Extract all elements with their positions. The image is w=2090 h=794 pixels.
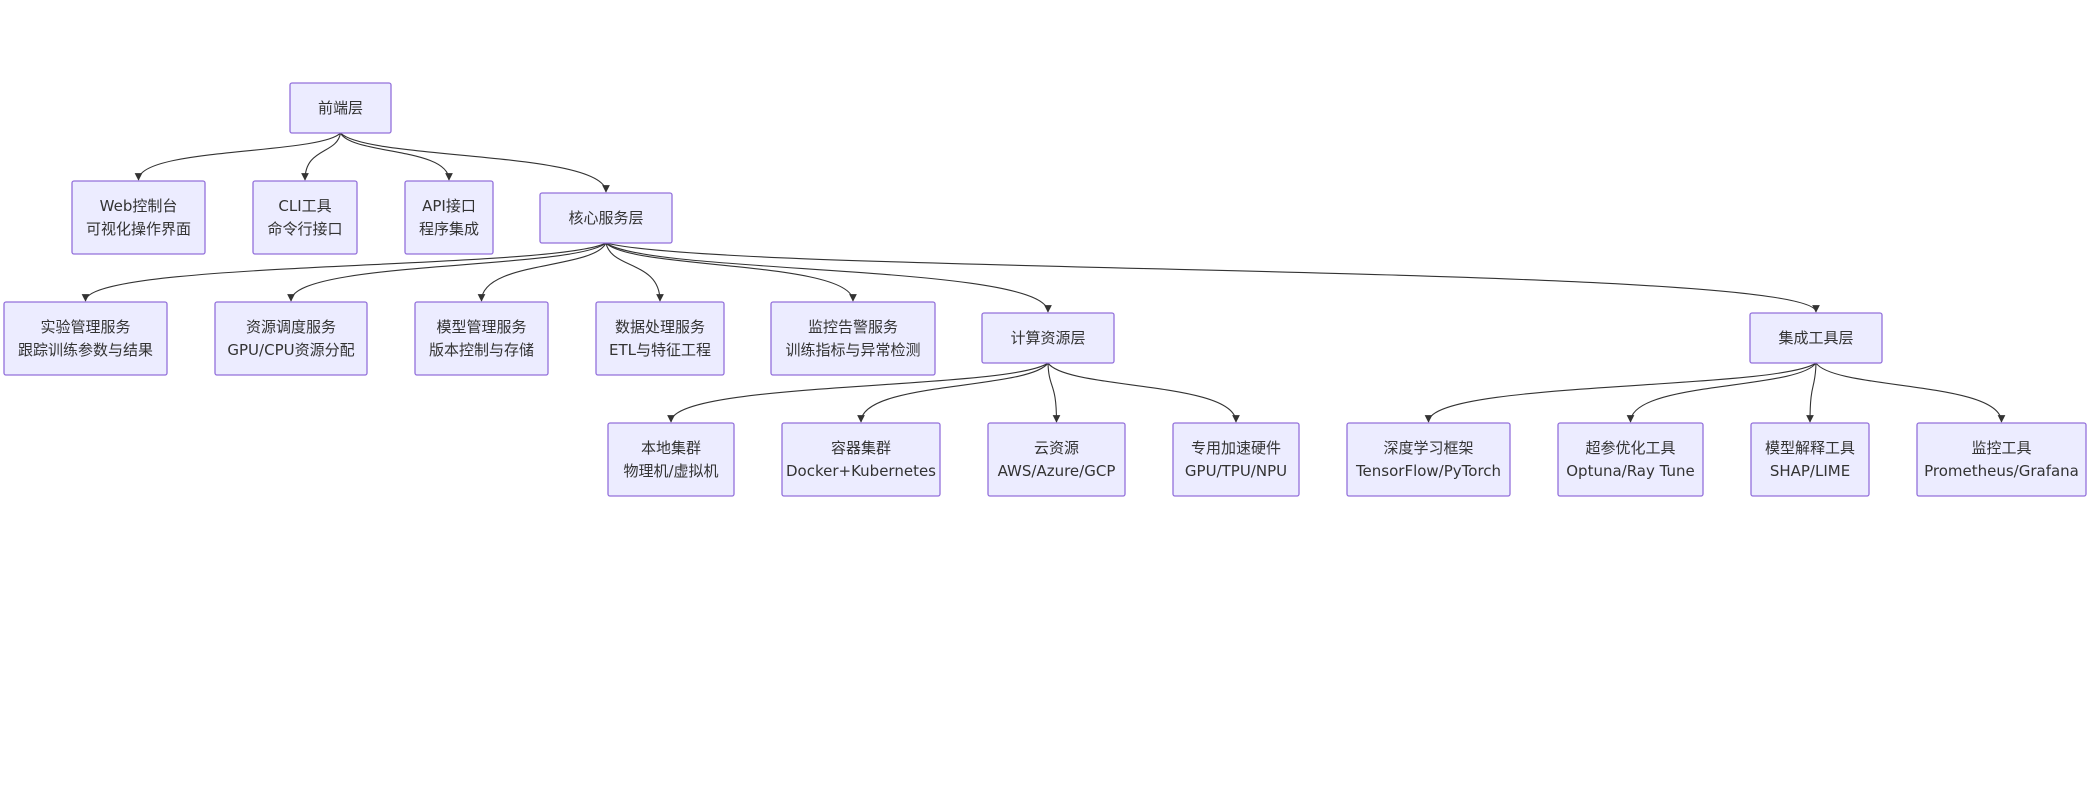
edge-compute-to-cloud bbox=[1047, 362, 1061, 423]
edge-compute-to-container bbox=[857, 362, 1049, 423]
node-subtitle: GPU/CPU资源分配 bbox=[227, 341, 354, 359]
node-title: API接口 bbox=[422, 197, 476, 215]
node-subtitle: 版本控制与存储 bbox=[429, 341, 534, 359]
edge-frontend-to-web bbox=[134, 132, 341, 181]
node-explain[interactable]: 模型解释工具 SHAP/LIME bbox=[1750, 422, 1870, 497]
edge-core-to-compute bbox=[605, 242, 1052, 313]
node-subtitle: GPU/TPU/NPU bbox=[1185, 462, 1287, 480]
node-title: 专用加速硬件 bbox=[1191, 439, 1281, 457]
edge-integration-to-explain bbox=[1806, 362, 1817, 423]
edge-core-to-data bbox=[605, 242, 664, 302]
node-box bbox=[289, 82, 392, 134]
edge-integration-to-monitor-tool bbox=[1815, 362, 2006, 423]
node-box bbox=[71, 180, 206, 255]
node-hpo[interactable]: 超参优化工具 Optuna/Ray Tune bbox=[1557, 422, 1704, 497]
node-box bbox=[1749, 312, 1883, 364]
node-compute[interactable]: 计算资源层 bbox=[981, 312, 1115, 364]
node-box bbox=[414, 301, 549, 376]
node-title: 前端层 bbox=[318, 99, 363, 117]
node-title: CLI工具 bbox=[278, 197, 331, 215]
edge-core-to-experiment bbox=[81, 242, 607, 302]
edge-core-to-model bbox=[477, 242, 607, 302]
node-box bbox=[607, 422, 735, 497]
edge-core-to-integration bbox=[605, 242, 1820, 313]
node-title: 实验管理服务 bbox=[40, 318, 130, 336]
node-container[interactable]: 容器集群 Docker+Kubernetes bbox=[781, 422, 941, 497]
node-title: 本地集群 bbox=[641, 439, 701, 457]
node-box bbox=[252, 180, 358, 255]
node-subtitle: ETL与特征工程 bbox=[609, 341, 711, 359]
node-title: 超参优化工具 bbox=[1585, 439, 1675, 457]
node-title: 监控告警服务 bbox=[808, 318, 898, 336]
node-box bbox=[404, 180, 494, 255]
node-title: 云资源 bbox=[1034, 439, 1079, 457]
node-title: 模型解释工具 bbox=[1765, 439, 1855, 457]
node-subtitle: AWS/Azure/GCP bbox=[998, 462, 1116, 480]
node-box bbox=[539, 192, 673, 244]
node-box bbox=[1916, 422, 2087, 497]
node-box bbox=[1557, 422, 1704, 497]
node-box bbox=[595, 301, 725, 376]
node-box bbox=[3, 301, 168, 376]
node-title: 容器集群 bbox=[831, 439, 891, 457]
node-subtitle: SHAP/LIME bbox=[1770, 462, 1850, 480]
edge-compute-to-accel bbox=[1047, 362, 1240, 423]
node-box bbox=[1750, 422, 1870, 497]
node-title: Web控制台 bbox=[100, 197, 178, 215]
node-subtitle: 命令行接口 bbox=[267, 220, 342, 238]
node-box bbox=[1172, 422, 1300, 497]
node-dl[interactable]: 深度学习框架 TensorFlow/PyTorch bbox=[1346, 422, 1511, 497]
node-title: 深度学习框架 bbox=[1383, 439, 1473, 457]
node-box bbox=[214, 301, 368, 376]
node-box bbox=[781, 422, 941, 497]
edge-frontend-to-cli bbox=[301, 132, 342, 181]
edge-compute-to-local bbox=[667, 362, 1049, 423]
node-cloud[interactable]: 云资源 AWS/Azure/GCP bbox=[987, 422, 1126, 497]
node-subtitle: Optuna/Ray Tune bbox=[1566, 462, 1695, 480]
edge-frontend-to-api bbox=[340, 132, 453, 181]
node-integration[interactable]: 集成工具层 bbox=[1749, 312, 1883, 364]
node-title: 数据处理服务 bbox=[615, 318, 705, 336]
node-box bbox=[770, 301, 936, 376]
node-monitor-tool[interactable]: 监控工具 Prometheus/Grafana bbox=[1916, 422, 2087, 497]
edge-integration-to-hpo bbox=[1626, 362, 1817, 423]
node-scheduler[interactable]: 资源调度服务 GPU/CPU资源分配 bbox=[214, 301, 368, 376]
node-core[interactable]: 核心服务层 bbox=[539, 192, 673, 244]
node-box bbox=[1346, 422, 1511, 497]
node-subtitle: 跟踪训练参数与结果 bbox=[18, 341, 153, 359]
node-subtitle: TensorFlow/PyTorch bbox=[1355, 462, 1501, 480]
node-subtitle: 程序集成 bbox=[419, 220, 479, 238]
node-frontend[interactable]: 前端层 bbox=[289, 82, 392, 134]
edges-layer bbox=[81, 132, 2006, 423]
node-subtitle: Prometheus/Grafana bbox=[1924, 462, 2079, 480]
edge-core-to-monitor-svc bbox=[605, 242, 857, 302]
node-subtitle: 可视化操作界面 bbox=[86, 220, 191, 238]
node-title: 资源调度服务 bbox=[246, 318, 336, 336]
edge-core-to-scheduler bbox=[287, 242, 607, 302]
edge-frontend-to-core bbox=[340, 132, 610, 193]
node-title: 计算资源层 bbox=[1010, 329, 1085, 347]
node-box bbox=[987, 422, 1126, 497]
edge-integration-to-dl bbox=[1424, 362, 1817, 423]
node-data[interactable]: 数据处理服务 ETL与特征工程 bbox=[595, 301, 725, 376]
node-subtitle: 物理机/虚拟机 bbox=[623, 462, 718, 480]
node-title: 集成工具层 bbox=[1778, 329, 1853, 347]
node-title: 监控工具 bbox=[1971, 439, 2031, 457]
node-subtitle: 训练指标与异常检测 bbox=[785, 341, 920, 359]
node-box bbox=[981, 312, 1115, 364]
node-title: 模型管理服务 bbox=[436, 318, 526, 336]
node-subtitle: Docker+Kubernetes bbox=[786, 462, 936, 480]
node-title: 核心服务层 bbox=[568, 209, 643, 227]
node-accel[interactable]: 专用加速硬件 GPU/TPU/NPU bbox=[1172, 422, 1300, 497]
